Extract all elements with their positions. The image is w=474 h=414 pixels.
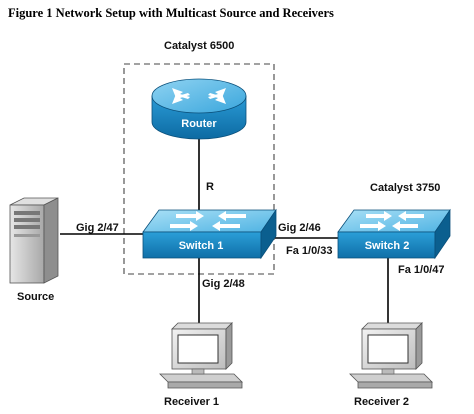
- receiver1-label: Receiver 1: [164, 396, 219, 408]
- receiver1-pc-icon: [159, 322, 243, 389]
- switch1-icon: [142, 208, 277, 260]
- server-icon: [9, 197, 59, 284]
- receiver2-label: Receiver 2: [354, 396, 409, 408]
- port-label-router: R: [206, 181, 214, 193]
- switch1-label: Switch 1: [179, 240, 224, 252]
- switch2-icon: [337, 208, 451, 260]
- port-label-sw1-to-rx1: Gig 2/48: [202, 278, 245, 290]
- catalyst6500-label: Catalyst 6500: [164, 40, 234, 52]
- source-label: Source: [17, 291, 54, 303]
- router-label: Router: [181, 118, 217, 130]
- receiver2-pc-icon: [349, 322, 433, 389]
- switch2-label: Switch 2: [365, 240, 410, 252]
- port-label-source: Gig 2/47: [76, 222, 119, 234]
- figure-caption: Figure 1 Network Setup with Multicast So…: [8, 6, 334, 20]
- port-label-sw1-to-sw2: Gig 2/46: [278, 222, 321, 234]
- port-label-sw2-to-sw1: Fa 1/0/33: [286, 245, 332, 257]
- catalyst3750-label: Catalyst 3750: [370, 182, 440, 194]
- port-label-sw2-to-rx2: Fa 1/0/47: [398, 264, 444, 276]
- router-icon: [151, 78, 247, 140]
